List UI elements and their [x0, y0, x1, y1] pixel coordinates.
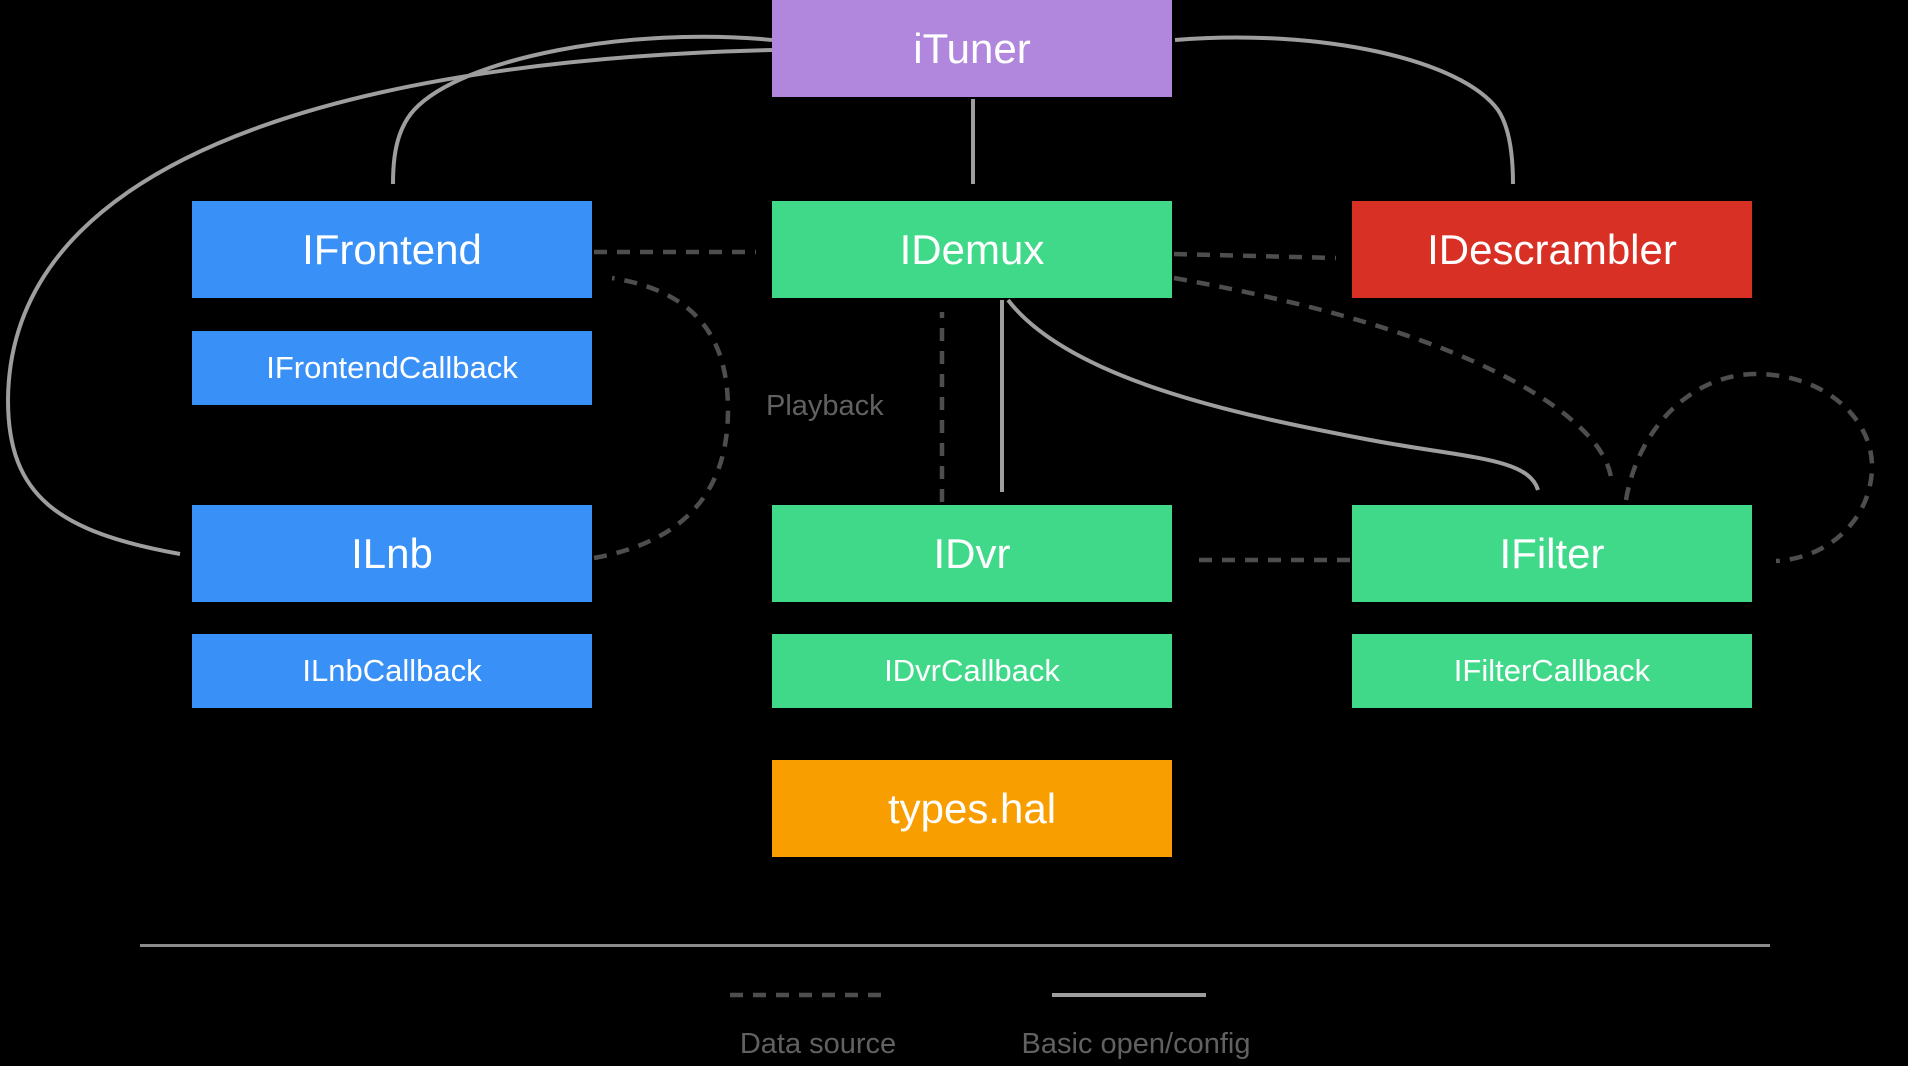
legend-basic-open-config-label: Basic open/config: [1021, 1028, 1251, 1060]
box-ituner: iTuner: [772, 0, 1172, 97]
box-idescrambler: IDescrambler: [1352, 201, 1752, 298]
box-ilnb: ILnb: [192, 505, 592, 602]
box-ifrontendcallback: IFrontendCallback: [192, 331, 592, 405]
box-ifilter: IFilter: [1352, 505, 1752, 602]
box-idemux: IDemux: [772, 201, 1172, 298]
arrow-ifilter-self-loop: [1623, 371, 1875, 564]
box-idvrcallback: IDvrCallback: [772, 634, 1172, 708]
box-ifrontend: IFrontend: [192, 201, 592, 298]
arrow-ituner-to-ilnb: [5, 48, 773, 556]
arrow-ituner-to-ifrontend: [391, 34, 773, 185]
playback-edge-label: Playback: [766, 390, 884, 422]
box-types-hal: types.hal: [772, 760, 1172, 857]
arrow-idemux-to-ifilter: [1006, 298, 1540, 491]
legend-data-source-label: Data source: [739, 1028, 897, 1060]
arrow-idemux-to-idescrambler-data: [1173, 251, 1337, 261]
arrow-ituner-to-idescrambler: [1174, 35, 1515, 185]
legend-divider: [140, 944, 1770, 947]
arrow-idemux-to-ifilter-data: [1173, 275, 1615, 485]
arrow-ilnb-to-ifrontend-data: [593, 275, 731, 561]
box-ifiltercallback: IFilterCallback: [1352, 634, 1752, 708]
box-ilnbcallback: ILnbCallback: [192, 634, 592, 708]
box-idvr: IDvr: [772, 505, 1172, 602]
